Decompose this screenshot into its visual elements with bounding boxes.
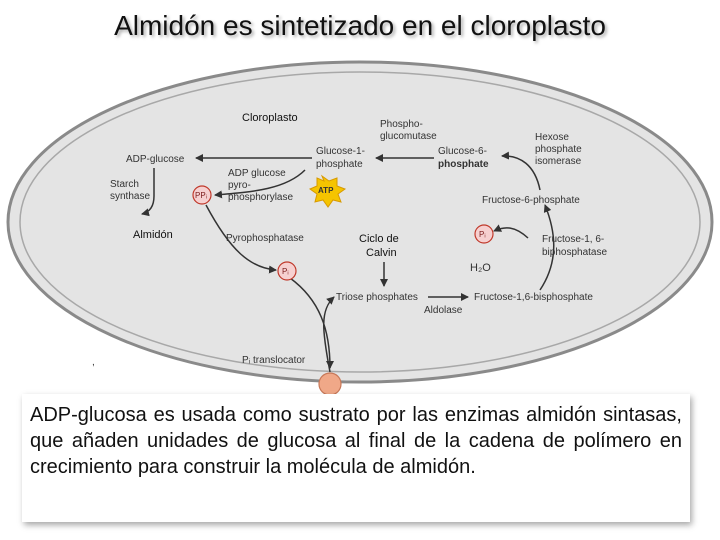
arrow-pi-to-translocator	[289, 277, 334, 369]
label-glucose1p-1: Glucose-1-	[316, 146, 365, 157]
pi-circle-center	[277, 261, 297, 281]
label-h2o: H₂O	[470, 262, 491, 274]
label-ciclo-calvin-2: Calvin	[366, 247, 397, 259]
arrow-atp-ppi	[214, 169, 306, 199]
ppi-circle	[192, 185, 212, 205]
arrow-fbpase-pi	[493, 224, 529, 239]
label-hexose-isomerase-1: Hexose	[535, 132, 569, 143]
label-ppi: PPᵢ	[195, 191, 207, 200]
reaction-arrows	[141, 151, 555, 373]
label-adpglc-ppase-3: phosphorylase	[228, 192, 293, 203]
label-almidon: Almidón	[133, 229, 173, 241]
chloroplast-inner-membrane	[19, 71, 701, 373]
label-cloroplasto: Cloroplasto	[242, 112, 298, 124]
label-starch-synthase-1: Starch	[110, 179, 139, 190]
label-fructose6p: Fructose-6-phosphate	[482, 195, 580, 206]
label-hexose-isomerase-2: phosphate	[535, 144, 582, 155]
arrow-ppi-to-pi	[205, 204, 277, 274]
label-pi-right: Pᵢ	[479, 230, 486, 239]
arrow-f16bp-to-f6p	[539, 204, 555, 291]
label-pi-center: Pᵢ	[282, 267, 289, 276]
label-fructose16bp: Fructose-1,6-bisphosphate	[474, 292, 593, 303]
label-adp-glucose: ADP-glucose	[126, 154, 185, 165]
label-glucose1p-2: phosphate	[316, 159, 363, 170]
label-pi-translocator: Pᵢ translocator	[242, 355, 306, 366]
label-ciclo-calvin-1: Ciclo de	[359, 233, 399, 245]
label-glucose6p-2: phosphate	[438, 159, 489, 170]
label-fbpase-1: Fructose-1, 6-	[542, 234, 604, 245]
pi-circle-right	[474, 224, 494, 244]
label-glucose6p-1: Glucose-6-	[438, 146, 487, 157]
label-adpglc-ppase-2: pyro-	[228, 180, 251, 191]
label-triose-phosphates: Triose phosphates	[336, 292, 418, 303]
label-pyrophosphatase: Pyrophosphatase	[226, 233, 304, 244]
chloroplast-outer-membrane	[6, 60, 714, 384]
label-atp: ATP	[318, 186, 334, 195]
atp-burst	[308, 174, 347, 208]
pi-translocator-protein	[318, 372, 342, 396]
label-aldolase: Aldolase	[424, 305, 463, 316]
arrow-adpglucose-to-starch	[141, 168, 155, 217]
label-starch-synthase-2: synthase	[110, 191, 150, 202]
label-phosphoglucomutase-2: glucomutase	[380, 131, 437, 142]
caption-text: ADP-glucosa es usada como sustrato por l…	[22, 394, 690, 522]
slide-title: Almidón es sintetizado en el cloroplasto	[114, 10, 606, 41]
arrow-f6p-to-g6p	[501, 151, 541, 191]
label-hexose-isomerase-3: isomerase	[535, 156, 582, 167]
label-fbpase-2: biphosphatase	[542, 247, 607, 258]
label-adpglc-ppase-1: ADP glucose	[228, 168, 286, 179]
label-comma: ,	[92, 357, 95, 368]
label-phosphoglucomutase-1: Phospho-	[380, 119, 423, 130]
